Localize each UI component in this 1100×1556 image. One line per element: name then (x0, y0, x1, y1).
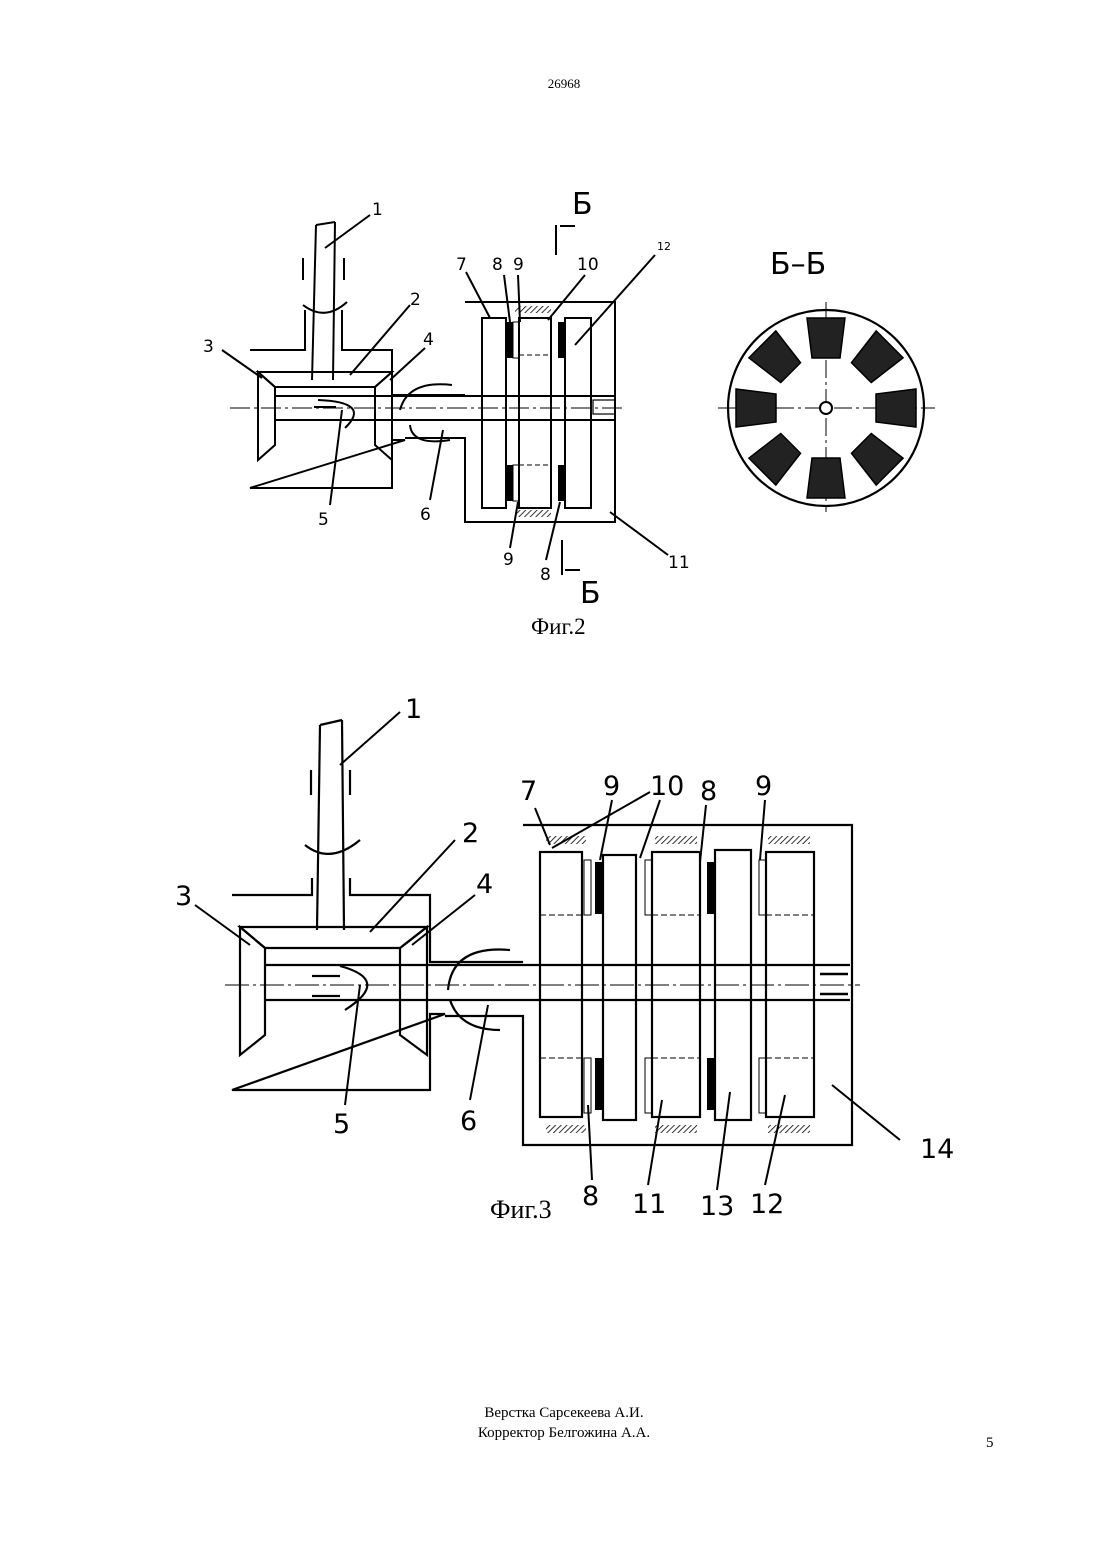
page-number: 5 (986, 1435, 994, 1452)
fig3-label-11: 11 (632, 1189, 666, 1220)
input-shaft (305, 720, 360, 930)
fig3-label-14: 14 (920, 1134, 954, 1165)
layout-credit: Верстка Сарсекеева А.И. (0, 1403, 1100, 1423)
fig3-label-9-left: 9 (603, 771, 620, 802)
fig3-label-13: 13 (700, 1191, 734, 1222)
fig3-label-5: 5 (333, 1109, 350, 1140)
fig3-label-7: 7 (520, 776, 537, 807)
disc-10 (603, 855, 636, 1120)
fig3-label-4: 4 (476, 869, 493, 900)
fig3-label-3: 3 (175, 881, 192, 912)
fig3-label-12: 12 (750, 1189, 784, 1220)
fig3-caption: Фиг.3 (490, 1195, 552, 1224)
bevel-gear-4 (400, 927, 427, 1055)
bevel-gear-2 (240, 927, 427, 948)
fig3-label-1: 1 (405, 694, 422, 725)
fig3-label-2: 2 (462, 818, 479, 849)
fig3-label-9-right: 9 (755, 771, 772, 802)
bevel-gear-3 (240, 927, 265, 1055)
fig3-label-8-bottom: 8 (582, 1181, 599, 1212)
credits-block: Верстка Сарсекеева А.И. Корректор Белгож… (0, 1403, 1100, 1443)
fig3-label-8-top: 8 (700, 776, 717, 807)
fig3-label-10: 10 (650, 771, 684, 802)
proof-credit: Корректор Белгожина А.А. (0, 1423, 1100, 1443)
figure-3-drawing: 1 2 3 4 5 6 7 9 10 8 9 14 8 11 13 12 Фиг… (0, 0, 1100, 1240)
fig3-label-6: 6 (460, 1106, 477, 1137)
